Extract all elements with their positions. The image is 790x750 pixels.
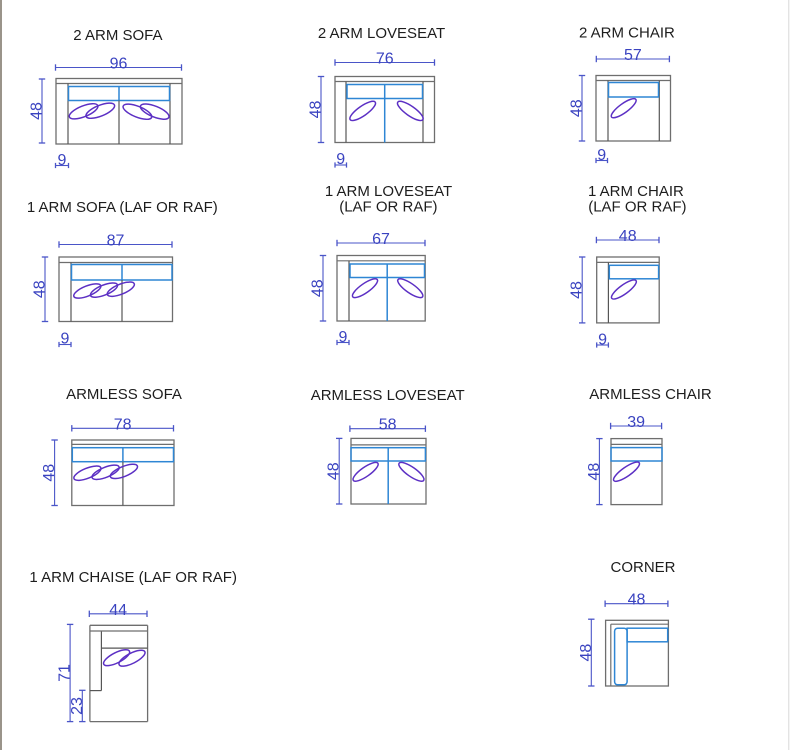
svg-text:9: 9 (61, 331, 70, 348)
svg-text:(LAF OR RAF): (LAF OR RAF) (339, 199, 437, 216)
svg-text:48: 48 (619, 228, 637, 245)
svg-text:CORNER: CORNER (610, 559, 675, 576)
svg-text:ARMLESS CHAIR: ARMLESS CHAIR (589, 386, 712, 403)
svg-text:71: 71 (57, 664, 74, 682)
svg-text:39: 39 (627, 414, 645, 431)
svg-text:1 ARM CHAISE (LAF OR RAF): 1 ARM CHAISE (LAF OR RAF) (29, 569, 237, 586)
svg-text:9: 9 (339, 329, 348, 346)
svg-text:2 ARM SOFA: 2 ARM SOFA (73, 27, 162, 44)
svg-text:48: 48 (628, 592, 646, 609)
svg-text:(LAF OR RAF): (LAF OR RAF) (588, 199, 686, 216)
svg-text:48: 48 (32, 280, 49, 298)
svg-text:48: 48 (569, 281, 586, 299)
svg-text:67: 67 (372, 231, 390, 248)
svg-text:2 ARM LOVESEAT: 2 ARM LOVESEAT (318, 25, 445, 42)
svg-text:ARMLESS SOFA: ARMLESS SOFA (66, 386, 182, 403)
svg-text:96: 96 (110, 56, 128, 73)
svg-text:87: 87 (107, 233, 125, 250)
svg-text:48: 48 (308, 101, 325, 119)
svg-text:58: 58 (379, 417, 397, 434)
svg-text:2 ARM CHAIR: 2 ARM CHAIR (579, 25, 675, 42)
svg-text:48: 48 (310, 279, 327, 297)
svg-text:1 ARM CHAIR: 1 ARM CHAIR (588, 183, 684, 200)
svg-text:1 ARM SOFA (LAF OR RAF): 1 ARM SOFA (LAF OR RAF) (27, 199, 218, 216)
svg-text:23: 23 (69, 697, 86, 715)
svg-text:44: 44 (109, 602, 127, 619)
svg-text:9: 9 (336, 151, 345, 168)
svg-text:76: 76 (376, 51, 394, 68)
svg-text:9: 9 (597, 147, 606, 164)
svg-text:48: 48 (326, 462, 343, 480)
svg-text:9: 9 (58, 152, 67, 169)
svg-text:48: 48 (41, 464, 58, 482)
svg-text:9: 9 (598, 332, 607, 349)
svg-text:48: 48 (569, 99, 586, 117)
svg-text:57: 57 (624, 47, 642, 64)
svg-text:1 ARM LOVESEAT: 1 ARM LOVESEAT (325, 183, 452, 200)
svg-text:48: 48 (29, 102, 46, 120)
svg-text:48: 48 (578, 644, 595, 662)
svg-text:48: 48 (586, 463, 603, 481)
svg-text:ARMLESS LOVESEAT: ARMLESS LOVESEAT (311, 387, 465, 404)
svg-text:78: 78 (114, 416, 132, 433)
